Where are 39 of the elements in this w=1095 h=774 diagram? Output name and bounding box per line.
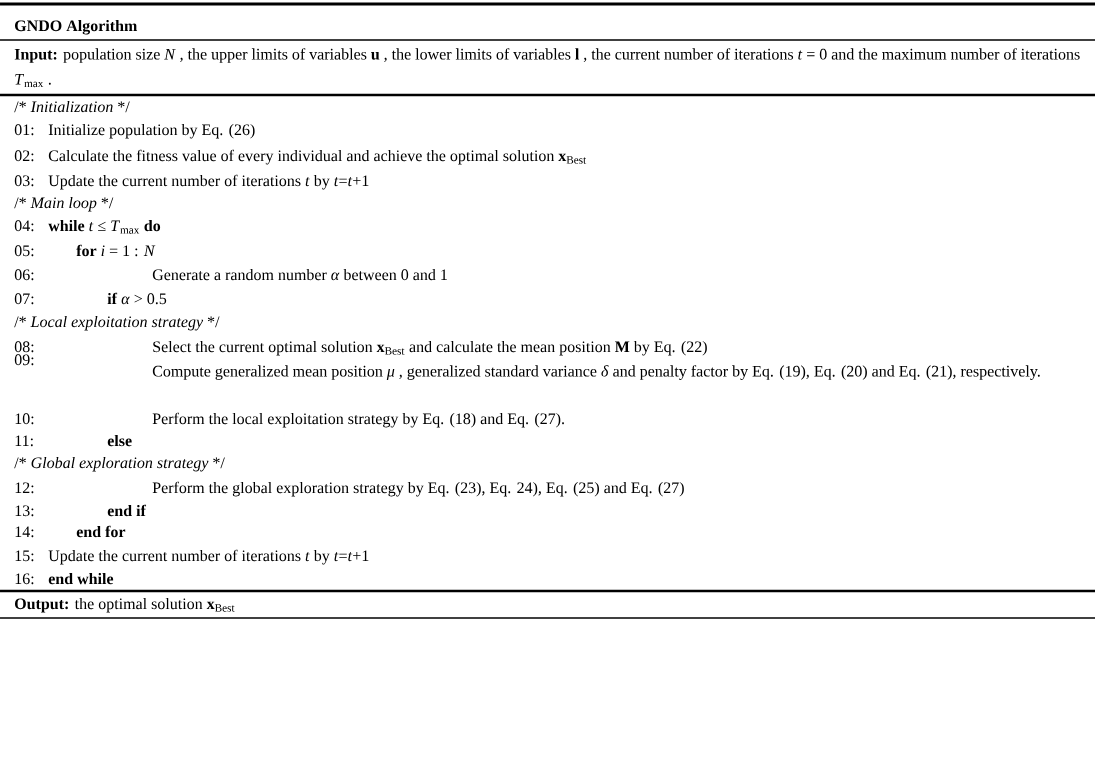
pseudocode-line: for i = 1 : N — [76, 244, 156, 257]
line-number: 07: — [14, 293, 34, 305]
pseudocode-line: Calculate the fitness value of every individual and achieve the optimal solution x$_{Best}$ — [48, 149, 587, 165]
line-number: 01: — [14, 124, 34, 136]
comment-text: /* Initialization */ — [14, 100, 130, 113]
comment-text: /* Local exploitation strategy */ — [14, 315, 220, 331]
pseudocode-line: if α > 0.5 — [107, 292, 167, 305]
input-text: Input: population size N , the upper limits of variables u , the lower limits of variables l , the current number of iterations t = 0 and the maximum number of iterations T$_{max}$ . — [14, 48, 1080, 88]
pseudocode-line: Generate a random number α between 0 and 1 — [152, 268, 447, 281]
output-text: Output: the optimal solution x$_{Best}$ — [15, 597, 235, 613]
pseudocode-line: else — [107, 434, 132, 447]
line-number: 13: — [15, 505, 34, 517]
line-number: 10: — [15, 413, 34, 425]
pseudocode-line: while t ≤ T$_{max}$ do — [48, 219, 161, 234]
line-number: 12: — [15, 482, 34, 494]
line-number: 05: — [14, 245, 34, 257]
pseudocode-line: Update the current number of iterations t by t=t+1 — [48, 549, 369, 565]
pseudocode-line: end if — [107, 504, 147, 517]
line-number: 16: — [15, 573, 34, 585]
pseudocode-line: Perform the local exploitation strategy by Eq. (18) and Eq. (27). — [152, 412, 564, 428]
pseudocode-line: Perform the global exploration strategy by Eq. (23), Eq. 24), Eq. (25) and Eq. (27) — [152, 481, 684, 497]
line-number: 02: — [14, 150, 34, 162]
line-number: 08: — [14, 341, 34, 353]
comment-text: /* Global exploration strategy */ — [14, 456, 225, 472]
pseudocode-line: Compute generalized mean position μ , generalized standard variance δ and penalty factor by Eq. (19), Eq. (20) and Eq. (21), respectively. — [152, 365, 1040, 380]
line-number: 04: — [14, 220, 34, 232]
line-number: 14: — [15, 526, 34, 538]
pseudocode-line: Update the current number of iterations t by t=t+1 — [48, 174, 369, 190]
pseudocode-line: end while — [48, 572, 114, 585]
pseudocode-line: Select the current optimal solution x$_{Best}$ and calculate the mean position M by Eq. (22) — [153, 340, 707, 356]
table-title: GNDO Algorithm — [15, 19, 138, 35]
line-number: 03: — [14, 175, 34, 187]
line-number: 06: — [14, 269, 34, 281]
comment-text: /* Main loop */ — [14, 196, 114, 212]
pseudocode-line: end for — [76, 525, 126, 538]
line-number: 15: — [15, 550, 34, 562]
pseudocode-line: Initialize population by Eq. (26) — [48, 123, 255, 139]
line-number: 11: — [15, 435, 33, 447]
line-number: 09: — [14, 354, 34, 366]
